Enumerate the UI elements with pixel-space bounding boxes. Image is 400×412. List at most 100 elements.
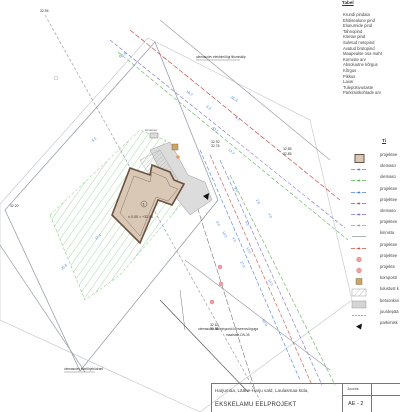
area-table-row: Kõrgus xyxy=(343,68,357,73)
elevation-label: 32.95 xyxy=(40,9,49,13)
line-icon xyxy=(350,217,368,227)
utility-line-green xyxy=(117,51,349,241)
compost-box xyxy=(171,143,179,151)
legend-item: projektee xyxy=(346,195,400,205)
box-icon xyxy=(350,273,368,285)
legend-item: betoonkivi xyxy=(346,296,400,308)
elevation-label: 32.85 xyxy=(283,152,292,156)
legend-item: projektee xyxy=(346,150,400,163)
gray-fill-icon xyxy=(350,296,368,308)
legend-item-label: olemaso xyxy=(380,174,396,180)
area-table-row: Tulepüsivusaste xyxy=(343,84,374,90)
road-line xyxy=(184,259,331,371)
elevation-label: 32.88 xyxy=(210,327,219,331)
legend-item-label: parkimisk xyxy=(380,320,398,325)
legend-item-label: projekte xyxy=(380,264,395,269)
area-table-row: Avatud brutopind xyxy=(343,45,375,51)
line-icon xyxy=(350,206,368,216)
legend-item-label: projektee xyxy=(380,219,398,225)
dimension-label: 14.5 xyxy=(267,279,274,287)
elevation-label: 32.76 xyxy=(211,144,220,148)
note-bottom-right-2: maatrase-DN-35 xyxy=(226,333,250,337)
building-icon xyxy=(350,150,368,163)
area-table-row: Korruste arv xyxy=(343,56,366,62)
building-number: 1 xyxy=(143,202,146,207)
line-icon xyxy=(350,195,368,205)
area-table-row: Köetav pind xyxy=(343,34,366,40)
line-icon xyxy=(350,161,368,171)
dimension-label: 10.5 xyxy=(221,231,228,239)
legend-item: tulustust k xyxy=(346,284,400,297)
legend-item: projektee xyxy=(346,251,400,262)
dimension-label: 60.9 xyxy=(261,319,268,327)
legend-item-label: projektee xyxy=(380,196,398,202)
elevation-label: 32.85 xyxy=(283,147,292,151)
legend-item-label: betoonkivi xyxy=(380,297,399,303)
container-box xyxy=(149,132,159,139)
legend-item: olemaso xyxy=(346,172,400,182)
area-table-title: Tabel xyxy=(342,0,354,5)
drawing-number: AE - 2 xyxy=(348,401,364,407)
tree-icon xyxy=(53,75,59,81)
dimension-label: 6.2 xyxy=(205,105,211,111)
road-line xyxy=(159,19,331,161)
parking-arrow xyxy=(203,193,209,200)
legend-item-label: projektee xyxy=(380,185,398,191)
dimension-label: 9.0 xyxy=(233,187,239,193)
dimension-label: 12.4 xyxy=(94,233,102,241)
tree-icon xyxy=(350,262,368,274)
project-name: EKSKELAMU EELPROJEKT xyxy=(215,402,297,408)
area-table-row: Suletud netopind xyxy=(343,40,375,45)
area-table-row: Krundi pindala xyxy=(343,12,370,17)
utility-line-blue xyxy=(199,149,301,381)
area-table-row: Laius xyxy=(343,79,354,85)
utility-line-green-2 xyxy=(229,174,336,386)
legend-item-label: olemaso xyxy=(380,208,396,213)
legend-item-label: juurdepää xyxy=(380,308,399,314)
building-elevation-label: ± 0.00 = +32.80 xyxy=(128,215,153,219)
building-footprint xyxy=(111,163,186,245)
tree-icon xyxy=(209,299,215,305)
note-bottom-left: olemasolev tuletõrjehüdrant xyxy=(64,367,103,371)
dimension-label: 20.6 xyxy=(60,263,68,271)
tree-icon xyxy=(176,155,180,159)
building-number-marker xyxy=(140,200,148,208)
legend-item-label: projektee xyxy=(380,241,398,247)
project-location: Harjumaa, Lääne-Harju vald, Laulasmaa kü… xyxy=(215,388,309,393)
dimension-label: 12.7 xyxy=(227,148,235,156)
dimension-label: 18.2 xyxy=(185,90,193,97)
area-table-row: Maapealse osa maht xyxy=(343,51,382,57)
line-icon xyxy=(350,184,368,194)
elevation-label: 32.63 xyxy=(210,323,219,327)
utility-line-purple-2 xyxy=(219,159,323,386)
dimension-label: 5.0 xyxy=(91,136,97,142)
line-icon xyxy=(350,172,368,182)
legend-item: juurdepää xyxy=(346,307,400,316)
legend-item: kompostr xyxy=(346,273,400,285)
note-leader xyxy=(179,289,186,331)
legend-item: projektee xyxy=(346,217,400,227)
area-table-row: Elunurnide pind xyxy=(343,23,373,29)
legend-item: olemaso xyxy=(346,161,400,171)
container-label: konteiner xyxy=(145,128,157,132)
area-table-row: Parkimiskohtade arv xyxy=(343,90,381,96)
legend-item-label: kompostr xyxy=(380,275,398,281)
area-table-row: Tahnopind xyxy=(343,28,363,34)
area-table-row: Pikkus xyxy=(343,73,356,79)
line-icon xyxy=(350,240,368,250)
legend-item: parkimisk xyxy=(346,318,400,330)
hatch-icon xyxy=(350,284,368,297)
area-table-row: Absoluutne kõrgus xyxy=(343,62,378,68)
dimension-label: 0.5 xyxy=(215,221,221,227)
note-bottom-right: olemasolev liitumispunkt kõnveerovõrguga xyxy=(198,327,258,331)
dimension-label: 4.1 xyxy=(234,116,240,122)
boundary-icon xyxy=(350,228,368,238)
utility-line-black xyxy=(159,299,249,393)
legend-item-label: projektee xyxy=(380,252,398,258)
utility-line-black xyxy=(194,199,256,391)
dimension-label: 43.1 xyxy=(211,126,219,134)
